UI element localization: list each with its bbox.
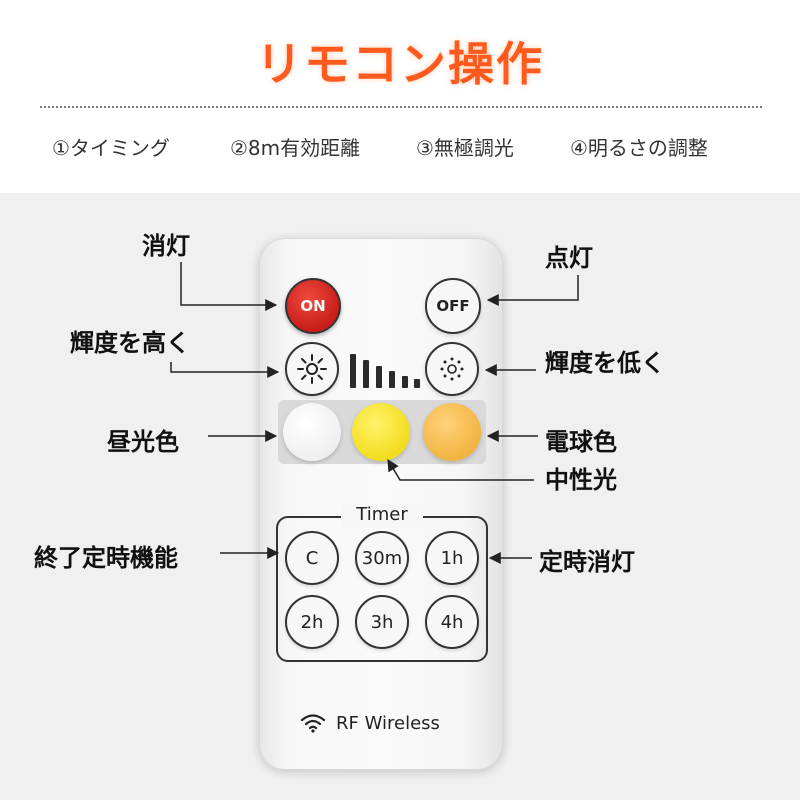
callout-neutral: 中性光 — [545, 466, 617, 494]
feature-dimming: ③無極調光 — [416, 136, 514, 160]
timer-30m-button[interactable]: 30m — [355, 531, 409, 585]
callout-timer-off: 定時消灯 — [539, 548, 635, 576]
timer-cancel-button[interactable]: C — [285, 531, 339, 585]
on-button[interactable]: ON — [285, 278, 341, 334]
feature-range: ②8m有効距離 — [230, 136, 361, 160]
brightness-up-button[interactable] — [285, 342, 339, 396]
timer-3h-button[interactable]: 3h — [355, 595, 409, 649]
callout-timer-cancel: 終了定時機能 — [34, 544, 178, 572]
brightness-bars-icon — [350, 352, 420, 388]
timer-2h-button[interactable]: 2h — [285, 595, 339, 649]
callout-daylight: 昼光色 — [107, 428, 179, 456]
timer-title: Timer — [341, 504, 423, 528]
page-title: リモコン操作 — [256, 37, 544, 91]
wifi-icon — [300, 714, 326, 733]
neutral-light-button[interactable] — [352, 403, 410, 461]
feature-brightness: ④明るさの調整 — [570, 136, 708, 160]
callout-on-light: 点灯 — [545, 244, 593, 272]
feature-timing: ①タイミング — [52, 136, 170, 160]
rf-wireless-label: RF Wireless — [300, 710, 440, 736]
off-button[interactable]: OFF — [425, 278, 481, 334]
feature-list: ①タイミング ②8m有効距離 ③無極調光 ④明るさの調整 — [0, 132, 800, 166]
divider — [40, 106, 762, 108]
warm-light-button[interactable] — [423, 403, 481, 461]
timer-1h-button[interactable]: 1h — [425, 531, 479, 585]
callout-warm: 電球色 — [545, 428, 617, 456]
rf-wireless-text: RF Wireless — [336, 712, 440, 734]
timer-4h-button[interactable]: 4h — [425, 595, 479, 649]
brightness-down-button[interactable] — [425, 342, 479, 396]
daylight-button[interactable] — [283, 403, 341, 461]
sun-bright-icon — [297, 354, 327, 384]
callout-dimmer: 輝度を低く — [545, 349, 665, 377]
sun-dim-icon — [440, 357, 464, 381]
callout-off-light: 消灯 — [142, 232, 190, 260]
callout-brighter: 輝度を高く — [70, 329, 190, 357]
